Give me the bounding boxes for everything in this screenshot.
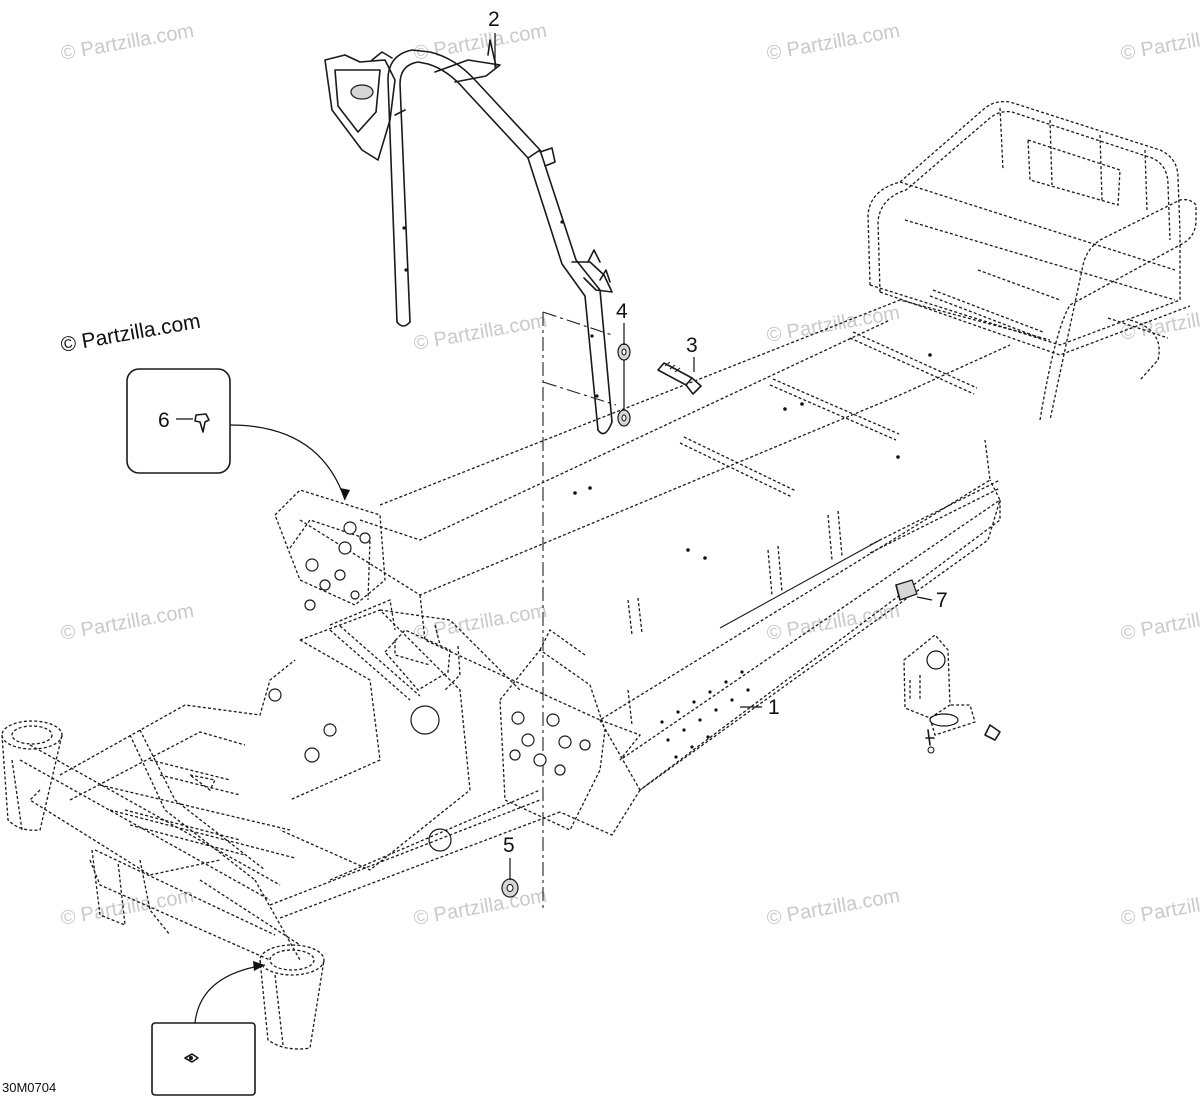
watermark: © Partzilla.com [1119,20,1200,65]
watermark: © Partzilla.com [765,600,902,645]
callout-6: 6 [158,409,170,432]
watermark: © Partzilla.com [412,310,549,355]
spindle-cup-left [1,720,63,750]
callouts: 2 3 4 5 1 7 [488,8,948,880]
front-chassis [1,489,606,1050]
watermark: © Partzilla.com [59,885,196,930]
watermark: © Partzilla.com [1119,300,1200,345]
rear-rack [867,100,1197,421]
watermark: © Partzilla.com [765,20,902,65]
watermark: © Partzilla.com [59,20,196,65]
washers-item-4 [617,343,631,427]
bumper-item-7 [895,579,918,601]
detail-box-item-6: 6 [126,368,350,501]
frame-tunnel [299,269,1061,836]
callout-5: 5 [503,834,515,857]
watermark: © Partzilla.com [59,600,196,645]
watermark: © Partzilla.com [412,885,549,930]
grommet [350,84,374,100]
detail-box-fastener [151,961,266,1096]
callout-3: 3 [686,334,698,357]
corner-bracket [903,634,1001,754]
callout-4: 4 [616,300,628,323]
callout-7: 7 [936,589,948,612]
tunnel-rivets [573,353,932,560]
bolt-item-3 [657,361,702,395]
chassis-holes [268,688,452,852]
steering-support [324,39,613,435]
watermark: © Partzilla.com [412,600,549,645]
watermark: © Partzilla.com [412,20,549,65]
nut-item-5 [501,878,519,898]
watermark: © Partzilla.com [1119,600,1200,645]
footrest-dots [660,670,750,759]
callout-1: 1 [768,696,780,719]
diagram-code: 30M0704 [2,1080,56,1095]
copyright-notice: © Partzilla.com [59,310,202,357]
callout-2: 2 [488,8,500,31]
watermark: © Partzilla.com [765,885,902,930]
bulkhead-holes [304,521,371,611]
assembly-axis-line [542,311,617,912]
watermark: © Partzilla.com [1119,885,1200,930]
bulkhead-right-holes [509,711,591,776]
